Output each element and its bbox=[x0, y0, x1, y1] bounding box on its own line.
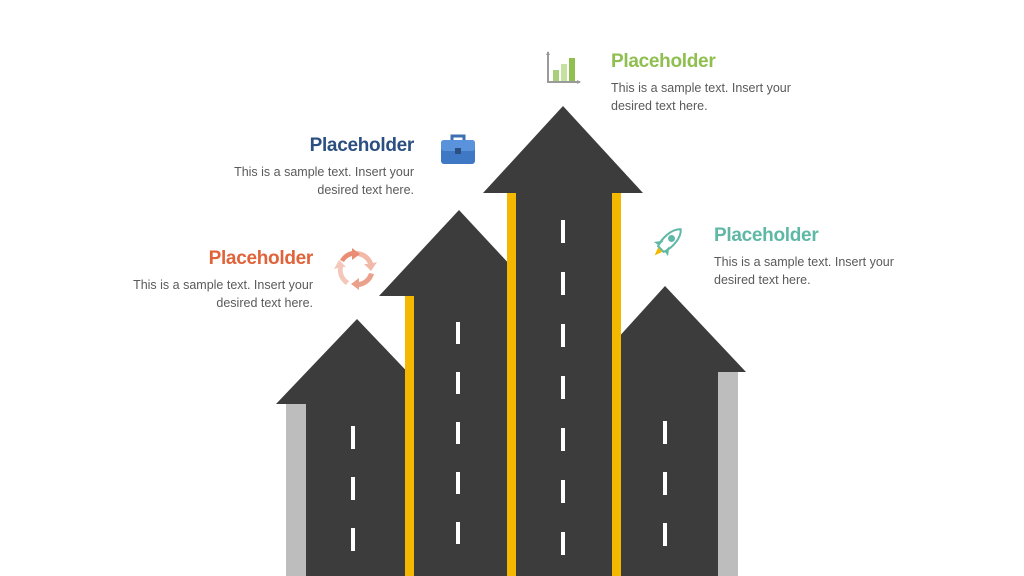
road-arrow-4-lane-dashes bbox=[663, 421, 667, 546]
label-1-title: Placeholder bbox=[208, 248, 314, 269]
label-1-text-line2: desired text here. bbox=[216, 296, 313, 310]
label-4-text: This is a sample text. Insert your desir… bbox=[714, 253, 934, 289]
road-arrow-2 bbox=[379, 210, 539, 576]
road-arrow-3-right-edge-line bbox=[612, 193, 621, 576]
label-2: Placeholder This is a sample text. Inser… bbox=[220, 135, 414, 199]
label-1: Placeholder This is a sample text. Inser… bbox=[120, 248, 313, 312]
label-1-text-line1: This is a sample text. Insert your bbox=[133, 278, 313, 292]
road-arrow-1 bbox=[276, 319, 438, 576]
label-3-text-line2: desired text here. bbox=[611, 99, 708, 113]
road-arrow-3-lane-dashes bbox=[561, 220, 565, 555]
label-2-title: Placeholder bbox=[309, 135, 415, 156]
road-arrow-1-lane-dashes bbox=[351, 426, 355, 551]
label-4-text-line1: This is a sample text. Insert your bbox=[714, 255, 894, 269]
label-4-title: Placeholder bbox=[714, 225, 819, 246]
bar-chart-icon bbox=[544, 50, 582, 91]
label-4: Placeholder This is a sample text. Inser… bbox=[714, 225, 934, 289]
label-2-text-line2: desired text here. bbox=[317, 183, 414, 197]
road-arrow-3-left-edge-line bbox=[507, 193, 516, 576]
road-arrow-4-shadow bbox=[718, 372, 738, 576]
label-2-text-line1: This is a sample text. Insert your bbox=[234, 165, 414, 179]
road-arrow-1-body bbox=[276, 319, 438, 576]
label-3-title: Placeholder bbox=[611, 51, 716, 72]
rocket-icon bbox=[648, 222, 688, 267]
road-arrow-3 bbox=[483, 106, 643, 576]
label-3-text: This is a sample text. Insert your desir… bbox=[611, 79, 831, 115]
briefcase-icon bbox=[440, 134, 476, 171]
road-arrow-2-lane-dashes bbox=[456, 322, 460, 544]
label-2-text: This is a sample text. Insert your desir… bbox=[220, 163, 414, 199]
road-arrow-1-shadow bbox=[286, 404, 306, 576]
label-4-text-line2: desired text here. bbox=[714, 273, 811, 287]
label-3-text-line1: This is a sample text. Insert your bbox=[611, 81, 791, 95]
cycle-arrows-icon bbox=[334, 248, 378, 295]
label-3: Placeholder This is a sample text. Inser… bbox=[611, 51, 831, 115]
road-arrow-2-edge-line bbox=[405, 296, 414, 576]
label-1-text: This is a sample text. Insert your desir… bbox=[120, 276, 313, 312]
